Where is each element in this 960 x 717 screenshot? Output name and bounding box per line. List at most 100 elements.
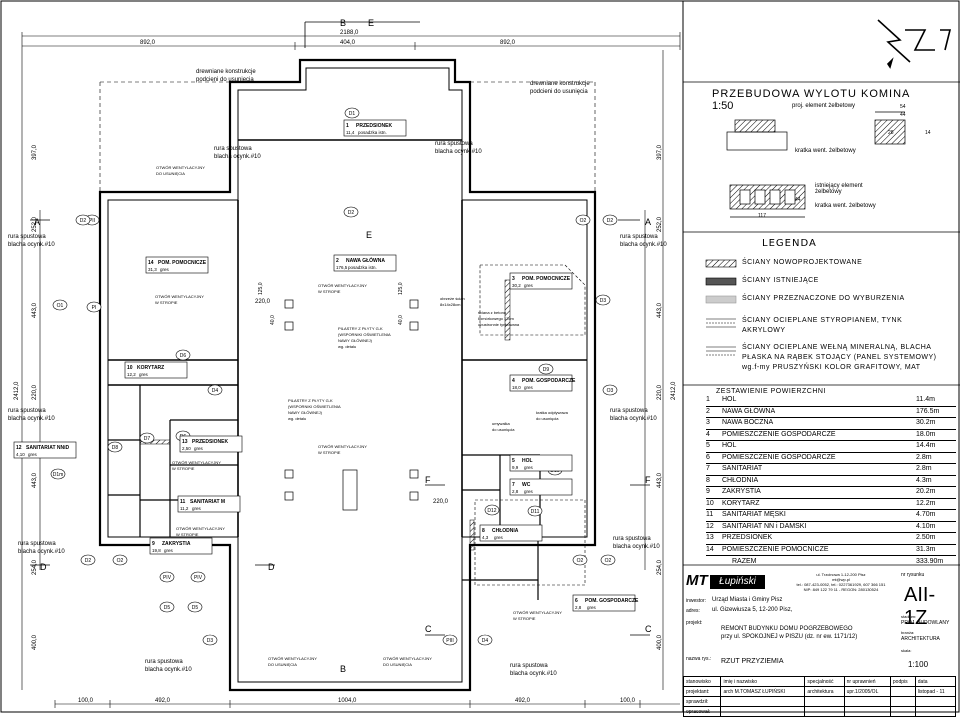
summary-name: HOL	[722, 396, 737, 403]
room-text: 2,8	[512, 489, 519, 494]
address-line-3: tel.: 087-423-0052, tel.: 0227361929, 60…	[796, 582, 886, 587]
room-text: 11,4	[346, 130, 355, 135]
role-1: projektant:	[682, 686, 722, 697]
note-vent-2b: W STROPIE	[155, 300, 178, 305]
room-text: posadzka istn.	[348, 265, 377, 270]
role-3: opracował:	[682, 706, 722, 717]
summary-area: 4.70m	[916, 511, 936, 518]
dim-r6: 254,0	[657, 559, 663, 575]
legend-item-2: ŚCIANY ISTNIEJĄCE	[742, 277, 819, 284]
note-pipe-3a: rura spustowa	[8, 234, 46, 240]
note-drain-2: do usunięcia	[536, 416, 559, 421]
window-tag: O2	[117, 558, 124, 564]
tag-circle	[80, 554, 96, 566]
summary-area: 18.0m	[916, 430, 936, 438]
note-vent-6a: OTWÓR WENTYLACYJNY	[176, 526, 225, 531]
address-label: adres:	[686, 608, 700, 614]
chimney-dim-2: 44	[900, 112, 906, 118]
dim-right: 892,0	[500, 40, 516, 46]
tag-circle	[159, 601, 175, 613]
door-tag: D2	[607, 218, 614, 224]
summary-name: SANITARIAT NN i DAMSKI	[722, 522, 807, 530]
summary-area: 14.4m	[916, 442, 936, 449]
legend-item-5: ŚCIANY OCIEPLANE WEŁNĄ MINERALNĄ, BLACHA…	[742, 344, 937, 371]
summary-area: 31.3m	[916, 545, 936, 553]
tag-circle	[602, 214, 618, 226]
dim-b2: 1004,0	[338, 698, 357, 704]
note-pipe-1a: rura spustowa	[214, 146, 252, 152]
summary-row: 13 PRZEDSIONEK 2.50m	[706, 533, 956, 545]
summary-name: PRZEDSIONEK	[722, 534, 773, 541]
dim-l4: 2412,0	[14, 381, 20, 400]
note-pil-2a: PILASTRY Z PŁYTY G-K	[288, 398, 333, 403]
room-text: 9,9	[512, 465, 519, 470]
room-text: gres	[28, 452, 38, 457]
role-2: sprawdził:	[682, 696, 722, 707]
note-vent-5a: OTWÓR WENTYLACYJNY	[172, 460, 221, 465]
summary-no: 14	[706, 545, 714, 553]
col-perm: nr uprawnień	[843, 676, 891, 687]
summary-no: 10	[706, 499, 714, 507]
summary-area: 12.2m	[916, 499, 936, 507]
date-1: listopad - 11	[914, 686, 957, 697]
room-text: gres	[139, 372, 149, 377]
stage-label: stadium:	[901, 614, 917, 619]
room-text: 31,3	[148, 267, 157, 272]
note-pipe-7b: blacha ocynk.#10	[18, 549, 65, 555]
room-text: 6	[575, 598, 578, 604]
note-vent-9b: DO USUNIĘCIA	[383, 662, 412, 667]
dim-r1: 252,0	[657, 216, 663, 232]
tag-circle	[343, 206, 359, 218]
window-tag: O3	[607, 388, 614, 394]
dim-r5: 443,0	[657, 472, 663, 488]
legend-item-3: ŚCIANY PRZEZNACZONE DO WYBURZENIA	[742, 295, 905, 302]
summary-name: POMIESZCZENIE POMOCNICZE	[722, 545, 829, 553]
dim-l3: 220,0	[32, 384, 38, 400]
dim-l2: 443,0	[32, 302, 38, 318]
dim-r7: 400,0	[657, 634, 663, 650]
summary-total-value: 333.90m	[916, 558, 944, 565]
tag-circle	[112, 554, 128, 566]
signature-table: stanowisko imię i nazwisko specjalność n…	[682, 676, 957, 717]
door-tag: D2	[85, 558, 92, 564]
note-vent-7b: W STROPIE	[513, 616, 536, 621]
summary-area: 2.8m	[916, 453, 932, 461]
room-text: 2,50	[182, 446, 191, 451]
dim-total: 2188,0	[340, 30, 359, 36]
side-dimension-lines	[21, 50, 664, 690]
note-vent-4a: OTWÓR WENTYLACYJNY	[318, 444, 367, 449]
summary-area: 11.4m	[916, 396, 935, 403]
drawing-no: AII-1Z	[904, 584, 936, 629]
room-text: 9	[152, 541, 155, 547]
note-vent-4b: W STROPIE	[318, 450, 341, 455]
door-tag: D2	[80, 218, 87, 224]
note-pipe-9a: rura spustowa	[145, 659, 183, 665]
note-board-1: obrzeże ścian	[440, 296, 465, 301]
door-tag: D9	[543, 367, 550, 373]
door-tag: D11	[531, 509, 540, 515]
chimney-title: PRZEBUDOWA WYLOTU KOMINA	[712, 88, 911, 100]
legend-swatches	[705, 259, 737, 356]
tag-circle	[344, 107, 360, 119]
note-timber-right-2: podcieni do usunięcia	[530, 89, 588, 95]
door-tag: D8	[112, 445, 119, 451]
project-1: REMONT BUDYNKU DOMU POGRZEBOWEGO	[721, 626, 853, 632]
summary-no: 13	[706, 534, 714, 541]
drawing-name-label: nazwa rys.:	[686, 656, 712, 662]
section-d-mid: D	[268, 562, 275, 572]
room-text: 1	[346, 123, 349, 129]
summary-area: 2.50m	[916, 534, 936, 541]
note-pil-1c: NAWY GŁÓWNEJ)	[338, 338, 373, 343]
room-text: SANITARIAT M	[190, 499, 225, 505]
room-text: HOL	[522, 458, 533, 464]
